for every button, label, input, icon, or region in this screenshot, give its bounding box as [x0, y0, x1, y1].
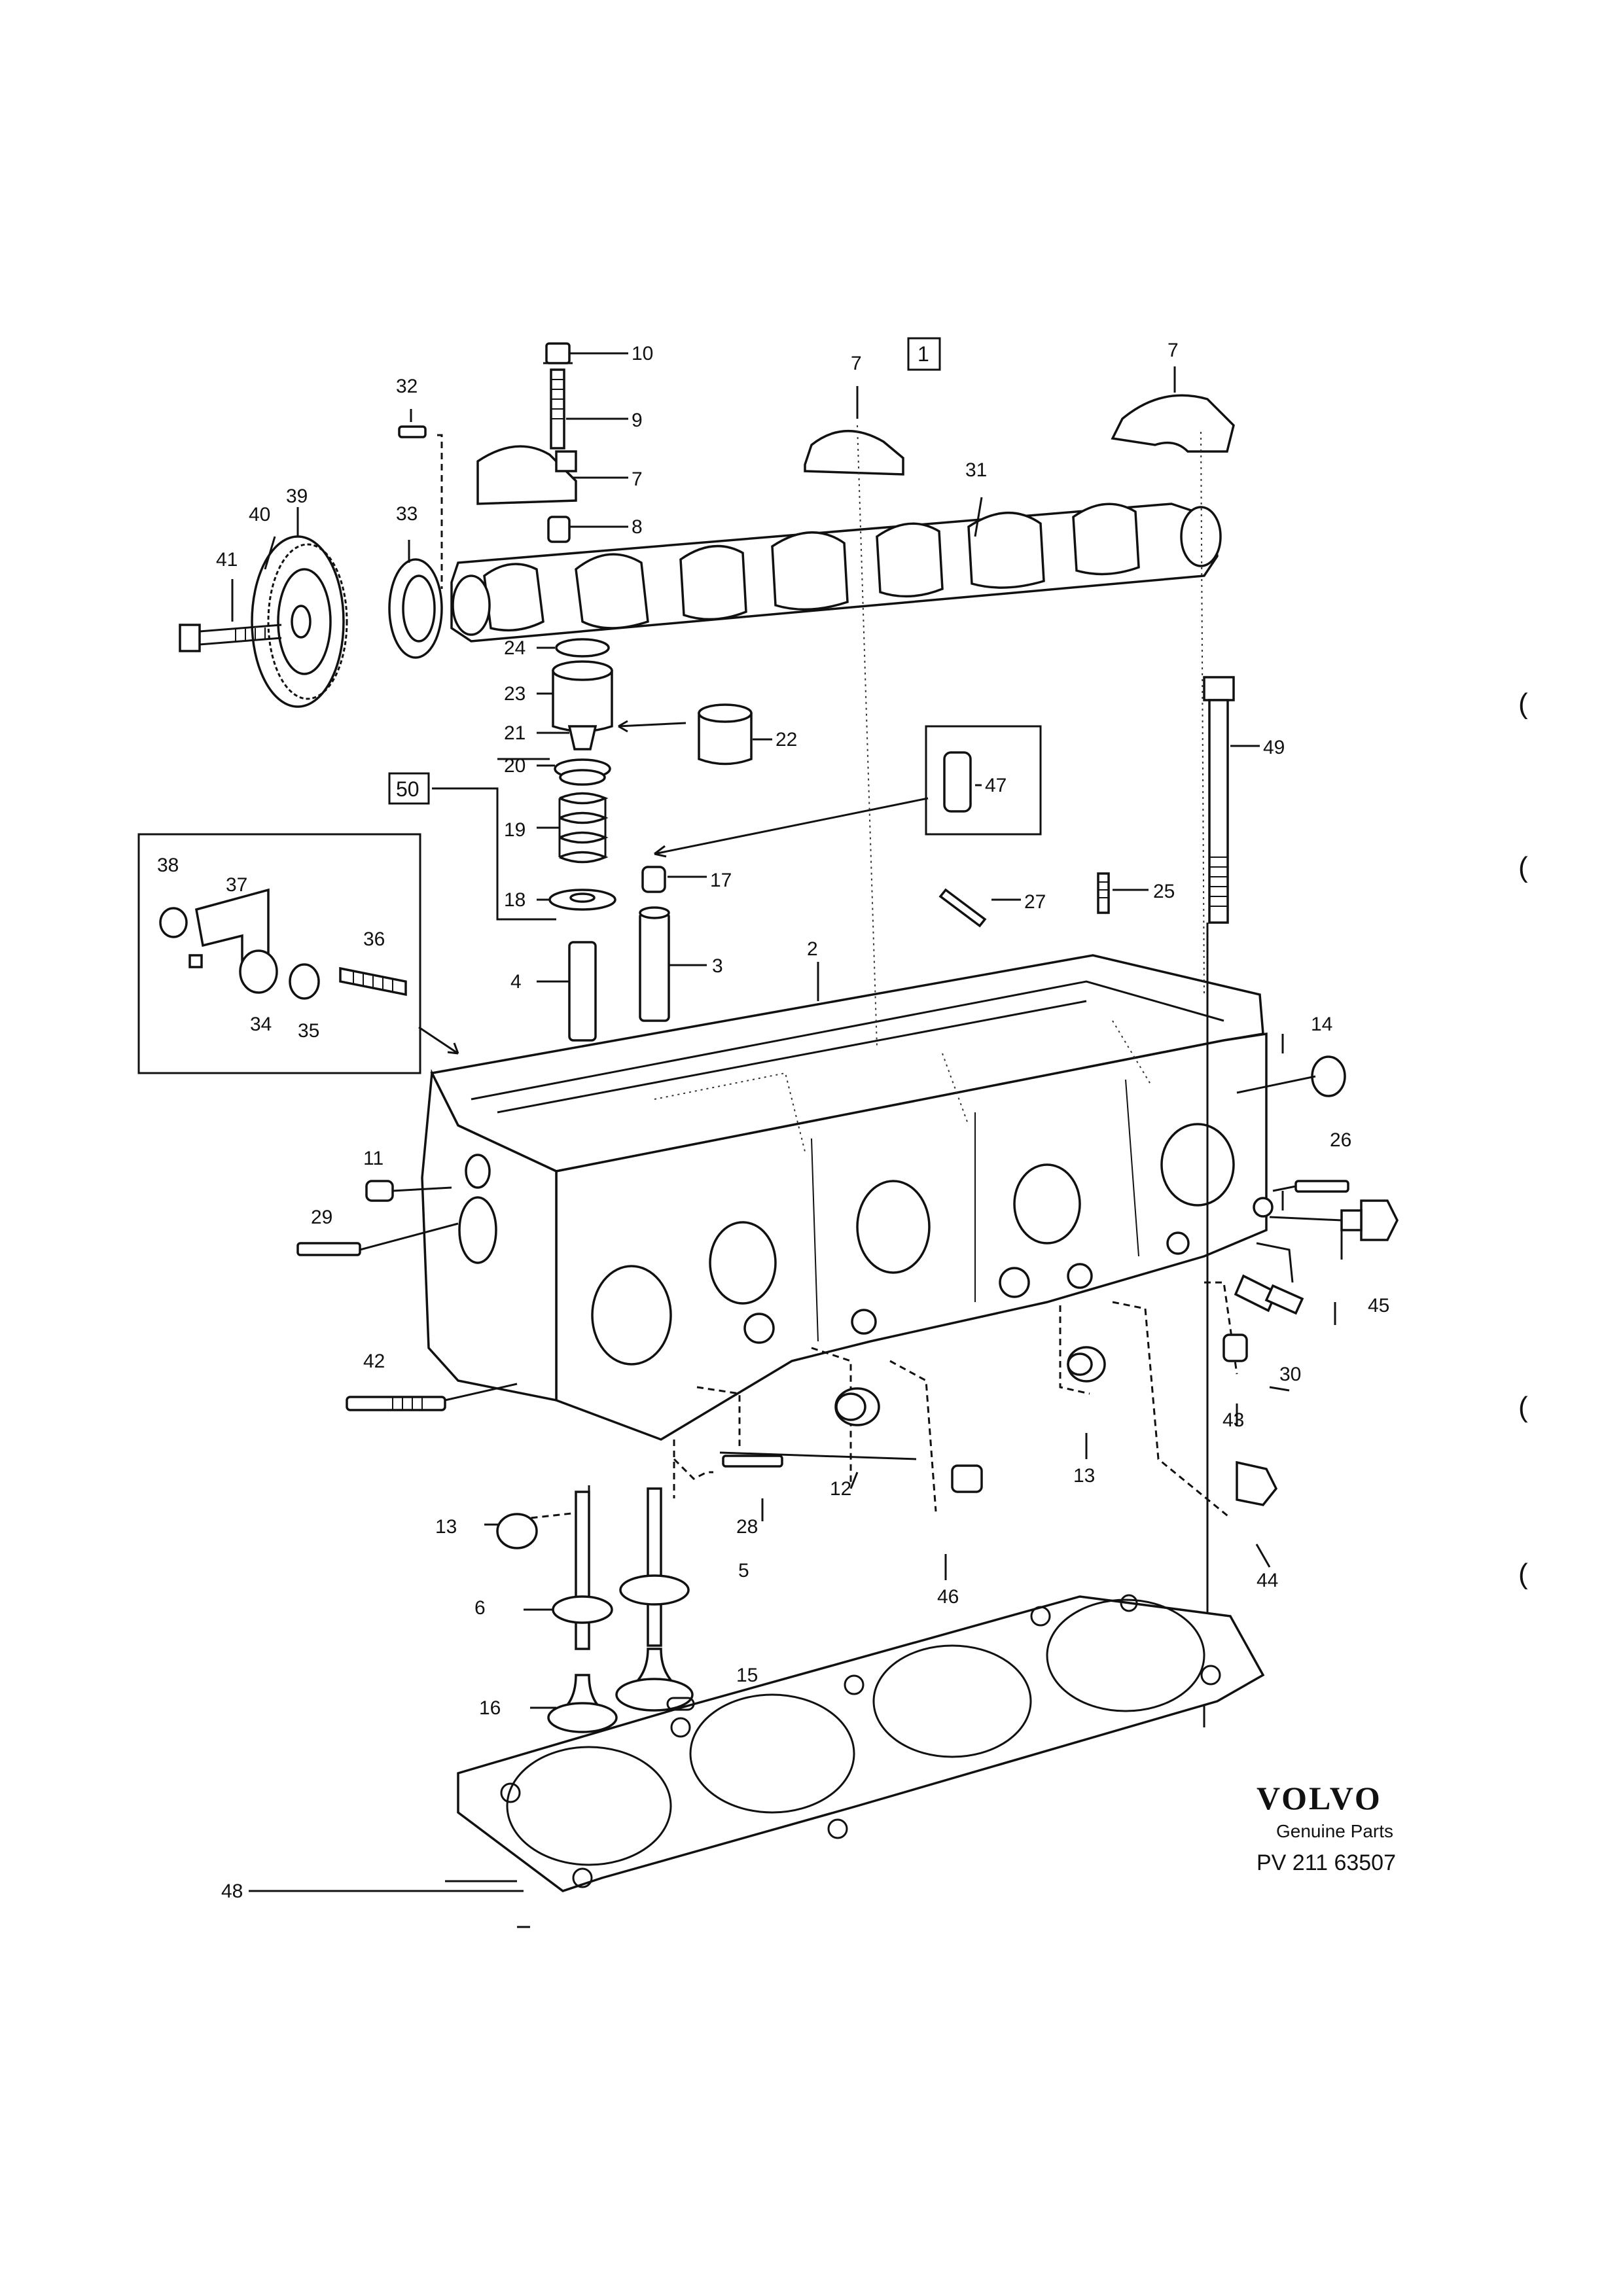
margin-mark-2: (: [1518, 851, 1528, 883]
brand-block: VOLVO Genuine Parts PV 211 63507: [1257, 1780, 1396, 1875]
head-gasket: [457, 1594, 1265, 1892]
exhaust-valve: [615, 1487, 694, 1712]
shim: [555, 638, 610, 658]
cap-nut: [543, 342, 573, 364]
stud-25: [1097, 872, 1110, 914]
cap-sleeve: [547, 516, 571, 543]
callout-33: 33: [396, 503, 418, 525]
callout-35: 35: [298, 1020, 319, 1042]
callout-14: 14: [1311, 1014, 1332, 1035]
callout-6: 6: [474, 1597, 486, 1619]
camshaft-seal: [388, 558, 443, 659]
valve-guide-exhaust: [639, 906, 670, 1022]
callout-27: 27: [1024, 891, 1046, 913]
callout-7-front: 7: [632, 468, 643, 490]
valve-guide-intake: [568, 941, 597, 1042]
callout-38: 38: [157, 855, 179, 876]
guide-pin: [398, 425, 443, 589]
callout-1: 1: [918, 342, 929, 366]
valve-stem-seal: [641, 866, 666, 893]
callout-34: 34: [250, 1014, 272, 1035]
stud-27: [938, 888, 987, 928]
callout-41: 41: [216, 549, 238, 571]
callout-19: 19: [504, 819, 526, 841]
bearing-cap-front: [476, 445, 577, 505]
callout-8: 8: [632, 516, 643, 538]
callout-7-middle: 7: [851, 353, 862, 374]
callout-13-left: 13: [435, 1516, 457, 1538]
callout-7-rear: 7: [1168, 340, 1179, 361]
callout-46: 46: [937, 1586, 959, 1608]
callout-21: 21: [504, 722, 526, 744]
brand-logo: VOLVO: [1257, 1780, 1382, 1816]
brand-subtitle: Genuine Parts: [1276, 1821, 1393, 1841]
callout-16: 16: [479, 1697, 501, 1719]
gear-bolt: [179, 624, 282, 652]
margin-mark-1: (: [1518, 688, 1528, 720]
callout-18: 18: [504, 889, 526, 911]
valve-spring: [558, 792, 609, 864]
callout-1-box: [907, 337, 941, 371]
callout-20: 20: [504, 755, 526, 777]
callout-labels: 1 2 3 4 5 6 7 7 7 8 9 10 11 12 13 13 14 …: [157, 337, 1389, 1902]
margin-marks: ( ( ( (: [1518, 688, 1528, 1590]
callout-39: 39: [286, 486, 308, 507]
inset-detail-box: [137, 833, 459, 1074]
callout-31: 31: [965, 459, 987, 481]
margin-mark-4: (: [1518, 1558, 1528, 1590]
inset-plug-box: [654, 725, 1042, 858]
callout-50: 50: [396, 777, 419, 801]
callout-29: 29: [311, 1207, 332, 1228]
callout-47: 47: [985, 775, 1007, 796]
callout-45: 45: [1368, 1295, 1389, 1316]
callout-2: 2: [807, 938, 818, 960]
head-bolt: [1203, 676, 1235, 924]
callout-42: 42: [363, 1351, 385, 1372]
cap-stud: [550, 368, 565, 450]
callout-12: 12: [830, 1478, 851, 1500]
camshaft-gear: [251, 535, 348, 708]
spring-seat: [548, 889, 616, 911]
spring-kit-bracket: [432, 758, 556, 921]
part-number: PV 211 63507: [1257, 1850, 1396, 1875]
callout-36: 36: [363, 928, 385, 950]
callout-4: 4: [510, 971, 522, 993]
callout-5: 5: [738, 1560, 749, 1581]
tappet: [552, 660, 613, 733]
callout-15: 15: [736, 1665, 758, 1686]
bearing-cap-middle: [804, 430, 904, 476]
callout-43: 43: [1222, 1409, 1244, 1431]
fittings: [296, 1055, 1399, 1549]
callout-10: 10: [632, 343, 653, 364]
callout-49: 49: [1263, 737, 1285, 758]
callout-37: 37: [226, 874, 247, 896]
callout-22: 22: [776, 729, 797, 751]
callout-11: 11: [363, 1148, 383, 1169]
cylinder-head: [421, 954, 1274, 1441]
callout-40: 40: [249, 504, 270, 525]
callout-25: 25: [1153, 881, 1175, 902]
callout-28: 28: [736, 1516, 758, 1538]
callout-13-right: 13: [1073, 1465, 1095, 1487]
callout-48: 48: [221, 1881, 243, 1902]
callout-30: 30: [1279, 1364, 1301, 1385]
camshaft: [450, 503, 1222, 643]
margin-mark-3: (: [1518, 1391, 1528, 1423]
callout-50-box: [388, 772, 430, 805]
intake-valve: [547, 1491, 618, 1733]
callout-3: 3: [712, 955, 723, 977]
callout-23: 23: [504, 683, 526, 705]
dashed-leaders: [529, 425, 1238, 1727]
callout-17: 17: [710, 870, 732, 891]
valve-collet: [567, 725, 597, 751]
bearing-cap-rear: [1111, 394, 1235, 453]
callout-26: 26: [1330, 1129, 1351, 1151]
callout-44: 44: [1257, 1570, 1278, 1591]
callout-32: 32: [396, 376, 418, 397]
tappet-sleeve: [618, 703, 753, 766]
callout-9: 9: [632, 410, 643, 431]
callout-24: 24: [504, 637, 526, 659]
spring-retainer: [554, 758, 611, 786]
